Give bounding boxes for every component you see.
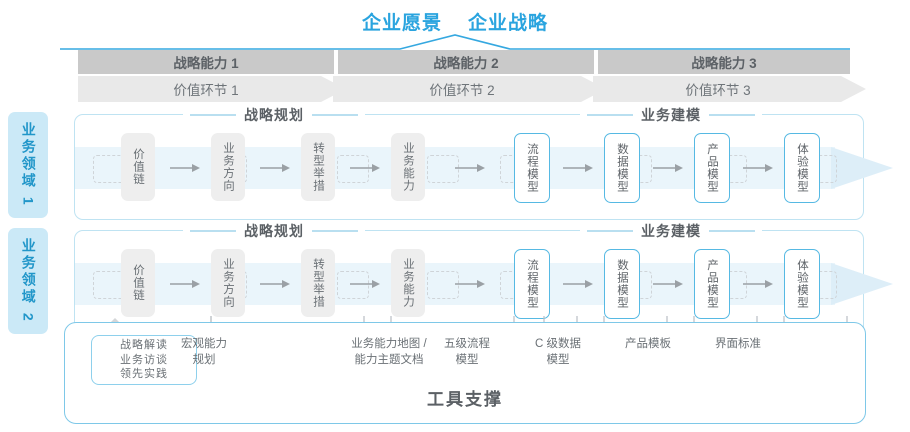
row-1-band-arrowhead bbox=[831, 147, 893, 189]
label-line-1: 五级流程 bbox=[444, 338, 490, 350]
divider-left bbox=[587, 230, 633, 232]
divider-left bbox=[587, 114, 633, 116]
node-transformation-measures[interactable]: 转型举措 bbox=[301, 133, 335, 201]
capability-cell-1[interactable]: 战略能力 1 bbox=[78, 50, 334, 74]
tool-label-capability-map: 业务能力地图 / 能力主题文档 bbox=[334, 337, 444, 368]
enterprise-strategy-title: 企业战略 bbox=[468, 12, 549, 34]
value-link-cell-2[interactable]: 价值环节 2 bbox=[429, 83, 495, 98]
flow-arrow-icon bbox=[455, 164, 485, 172]
value-link-row: 价值环节 1 价值环节 2 价值环节 3 bbox=[78, 76, 868, 102]
flow-arrow-icon bbox=[455, 280, 485, 288]
flow-arrow-icon bbox=[350, 280, 380, 288]
value-link-cell-1[interactable]: 价值环节 1 bbox=[173, 83, 239, 98]
capability-cell-2[interactable]: 战略能力 2 bbox=[338, 50, 594, 74]
node-value-chain[interactable]: 价值链 bbox=[121, 133, 155, 201]
flow-arrow-icon bbox=[170, 280, 200, 288]
domain-row-2: 战略规划 业务建模 价值链 业务方向 转型举措 业务能力 流程模型 数据模型 产… bbox=[74, 222, 893, 336]
capability-header-row: 战略能力 1 战略能力 2 战略能力 3 bbox=[78, 50, 850, 74]
node-business-direction[interactable]: 业务方向 bbox=[211, 133, 245, 201]
capability-cell-3[interactable]: 战略能力 3 bbox=[598, 50, 850, 74]
divider-left bbox=[190, 114, 236, 116]
sidebar-domain-2[interactable]: 业务领域 2 bbox=[8, 228, 48, 334]
row-2-band-arrowhead bbox=[831, 263, 893, 305]
label-line-2: 模型 bbox=[455, 353, 479, 366]
flow-arrow-icon bbox=[653, 280, 683, 288]
planning-title-text: 战略规划 bbox=[244, 107, 304, 123]
callout-line-3: 领先实践 bbox=[120, 368, 168, 381]
node-product-model[interactable]: 产品模型 bbox=[694, 133, 730, 203]
divider-right bbox=[312, 114, 358, 116]
node-transformation-measures[interactable]: 转型举措 bbox=[301, 249, 335, 317]
label-line-2: 模型 bbox=[546, 353, 570, 366]
placeholder-box bbox=[427, 155, 459, 183]
node-experience-model[interactable]: 体验模型 bbox=[784, 133, 820, 203]
row-1-planning-title: 战略规划 bbox=[183, 106, 365, 124]
tool-support-title: 工具支撑 bbox=[427, 390, 503, 409]
vision-peak-line bbox=[60, 34, 850, 50]
node-process-model[interactable]: 流程模型 bbox=[514, 133, 550, 203]
tool-label-ui-standard: 界面标准 bbox=[688, 337, 788, 353]
row-2-modeling-title: 业务建模 bbox=[580, 222, 762, 240]
node-business-capability[interactable]: 业务能力 bbox=[391, 133, 425, 201]
value-link-cell-3[interactable]: 价值环节 3 bbox=[685, 83, 751, 98]
flow-arrow-icon bbox=[563, 164, 593, 172]
node-data-model[interactable]: 数据模型 bbox=[604, 133, 640, 203]
flow-arrow-icon bbox=[260, 164, 290, 172]
callout-line-1: 战略解读 bbox=[120, 338, 168, 351]
node-business-direction[interactable]: 业务方向 bbox=[211, 249, 245, 317]
planning-title-text: 战略规划 bbox=[244, 223, 304, 239]
modeling-title-text: 业务建模 bbox=[641, 223, 701, 239]
node-experience-model[interactable]: 体验模型 bbox=[784, 249, 820, 319]
placeholder-box bbox=[427, 271, 459, 299]
flow-arrow-icon bbox=[170, 164, 200, 172]
divider-left bbox=[190, 230, 236, 232]
flow-arrow-icon bbox=[743, 164, 773, 172]
divider-right bbox=[709, 230, 755, 232]
domain-1-label: 业务领域 1 bbox=[20, 122, 37, 208]
placeholder-box bbox=[337, 271, 369, 299]
node-product-model[interactable]: 产品模型 bbox=[694, 249, 730, 319]
modeling-title-text: 业务建模 bbox=[641, 107, 701, 123]
label-line-1: C 级数据 bbox=[535, 338, 581, 350]
label-line-1: 产品模板 bbox=[625, 338, 671, 350]
value-link-chevrons bbox=[78, 76, 866, 102]
flow-arrow-icon bbox=[653, 164, 683, 172]
label-line-2: 能力主题文档 bbox=[354, 353, 424, 366]
label-line-1: 业务能力地图 / bbox=[351, 338, 427, 350]
label-line-1: 宏观能力 bbox=[181, 338, 227, 350]
divider-right bbox=[709, 114, 755, 116]
row-1-modeling-title: 业务建模 bbox=[580, 106, 762, 124]
callout-line-2: 业务访谈 bbox=[120, 353, 168, 366]
flow-arrow-icon bbox=[350, 164, 380, 172]
node-business-capability[interactable]: 业务能力 bbox=[391, 249, 425, 317]
enterprise-vision-title: 企业愿景 bbox=[361, 12, 442, 34]
flow-arrow-icon bbox=[743, 280, 773, 288]
label-line-1: 界面标准 bbox=[715, 338, 761, 350]
row-2-planning-title: 战略规划 bbox=[183, 222, 365, 240]
tool-label-macro-capability: 宏观能力 规划 bbox=[154, 337, 254, 368]
label-line-2: 规划 bbox=[192, 353, 216, 366]
flow-arrow-icon bbox=[563, 280, 593, 288]
divider-right bbox=[312, 230, 358, 232]
node-data-model[interactable]: 数据模型 bbox=[604, 249, 640, 319]
placeholder-box bbox=[337, 155, 369, 183]
tool-label-product-template: 产品模板 bbox=[598, 337, 698, 353]
node-value-chain[interactable]: 价值链 bbox=[121, 249, 155, 317]
domain-row-1: 战略规划 业务建模 价值链 业务方向 转型举措 业务能力 流程模型 数据模型 产… bbox=[74, 106, 893, 220]
node-process-model[interactable]: 流程模型 bbox=[514, 249, 550, 319]
domain-2-label: 业务领域 2 bbox=[20, 238, 37, 324]
flow-arrow-icon bbox=[260, 280, 290, 288]
tool-support-panel: 战略解读 业务访谈 领先实践 宏观能力 规划 业务能力地图 / 能力主题文档 五… bbox=[64, 322, 866, 424]
tool-callout-box[interactable]: 战略解读 业务访谈 领先实践 bbox=[91, 335, 197, 385]
vision-header: 企业愿景 企业战略 bbox=[0, 6, 910, 36]
tool-label-c-level-data: C 级数据 模型 bbox=[508, 337, 608, 368]
tool-label-five-level-process: 五级流程 模型 bbox=[417, 337, 517, 368]
sidebar-domain-1[interactable]: 业务领域 1 bbox=[8, 112, 48, 218]
